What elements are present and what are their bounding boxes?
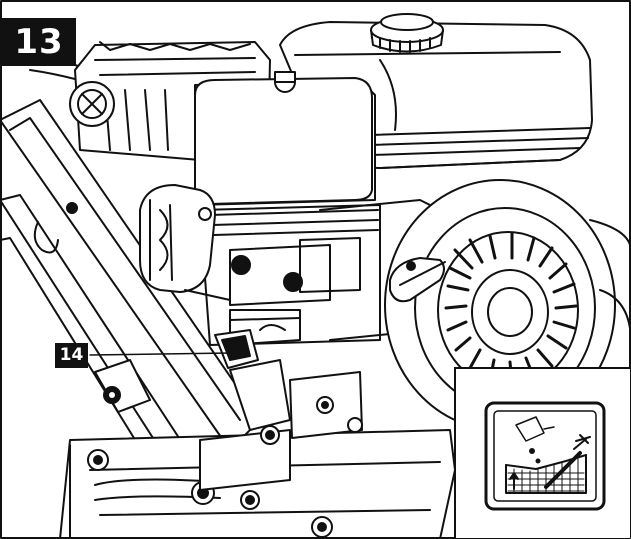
fuel-cap	[370, 13, 444, 53]
callout-leader-line	[89, 352, 231, 356]
engine-block	[194, 71, 441, 346]
base-plate	[59, 425, 456, 539]
inset-panel	[454, 367, 630, 538]
oil-filler-drain	[214, 317, 363, 439]
oil-level-warning-icon	[484, 401, 606, 511]
tiller-frame	[0, 59, 261, 481]
callout-label-14: 14	[55, 343, 88, 368]
figure-number-badge: 13	[2, 18, 76, 66]
spark-plug-cover	[139, 184, 231, 301]
